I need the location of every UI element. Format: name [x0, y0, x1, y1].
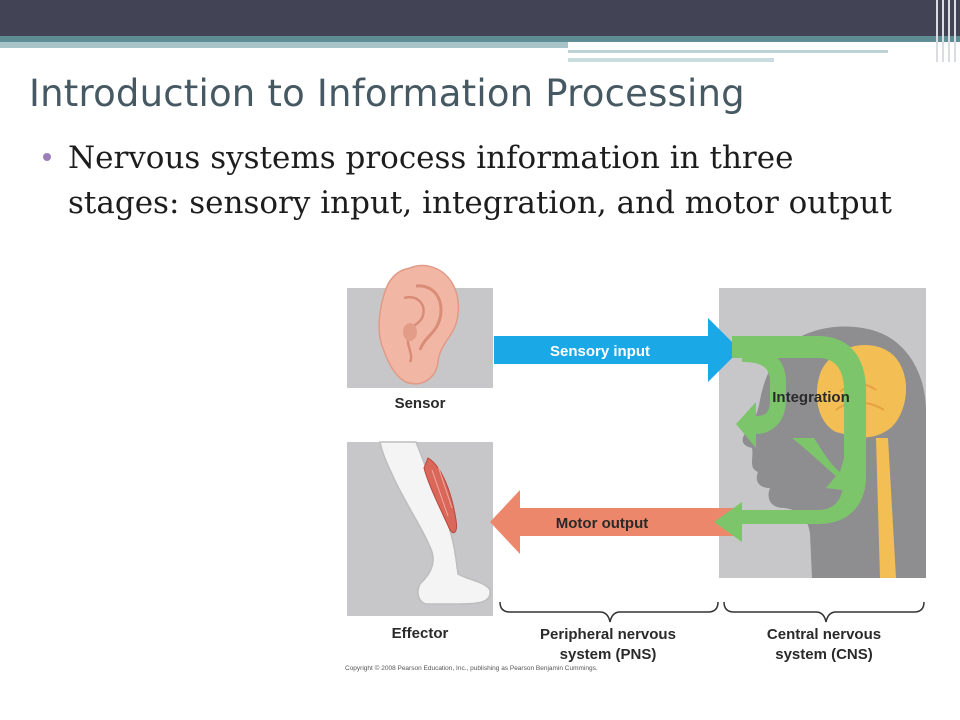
top-decor-bar: [0, 0, 960, 36]
decor-vertical-lines: [932, 0, 960, 62]
teal-decor-bar: [0, 36, 960, 42]
integration-arrow: [714, 336, 866, 542]
cns-brace: [723, 601, 925, 623]
effector-label: Effector: [392, 625, 449, 642]
decor-strip: [0, 42, 568, 48]
sensory-input-label: Sensory input: [550, 343, 650, 360]
decor-strip: [568, 50, 888, 53]
nervous-system-diagram: Sensor Effector Sensory input Motor outp…: [340, 262, 940, 682]
bullet-text: Nervous systems process information in t…: [68, 140, 892, 221]
bullet-marker: [43, 153, 51, 161]
pns-brace: [499, 601, 719, 623]
sensory-input-arrow: [494, 318, 740, 382]
copyright-note: Copyright © 2008 Pearson Education, Inc.…: [345, 665, 598, 672]
decor-strip: [568, 58, 774, 62]
integration-label: Integration: [772, 389, 850, 406]
cns-label-line2: system (CNS): [775, 646, 873, 663]
pns-label-line2: system (PNS): [560, 646, 657, 663]
motor-output-label: Motor output: [556, 515, 648, 532]
slide-title: Introduction to Information Processing: [29, 72, 745, 115]
cns-label-line1: Central nervous: [767, 626, 881, 643]
ear-icon: [378, 264, 460, 385]
leg-icon: [379, 441, 491, 605]
sensor-label: Sensor: [395, 395, 446, 412]
motor-output-arrow: [490, 490, 734, 554]
pns-label-line1: Peripheral nervous: [540, 626, 676, 643]
